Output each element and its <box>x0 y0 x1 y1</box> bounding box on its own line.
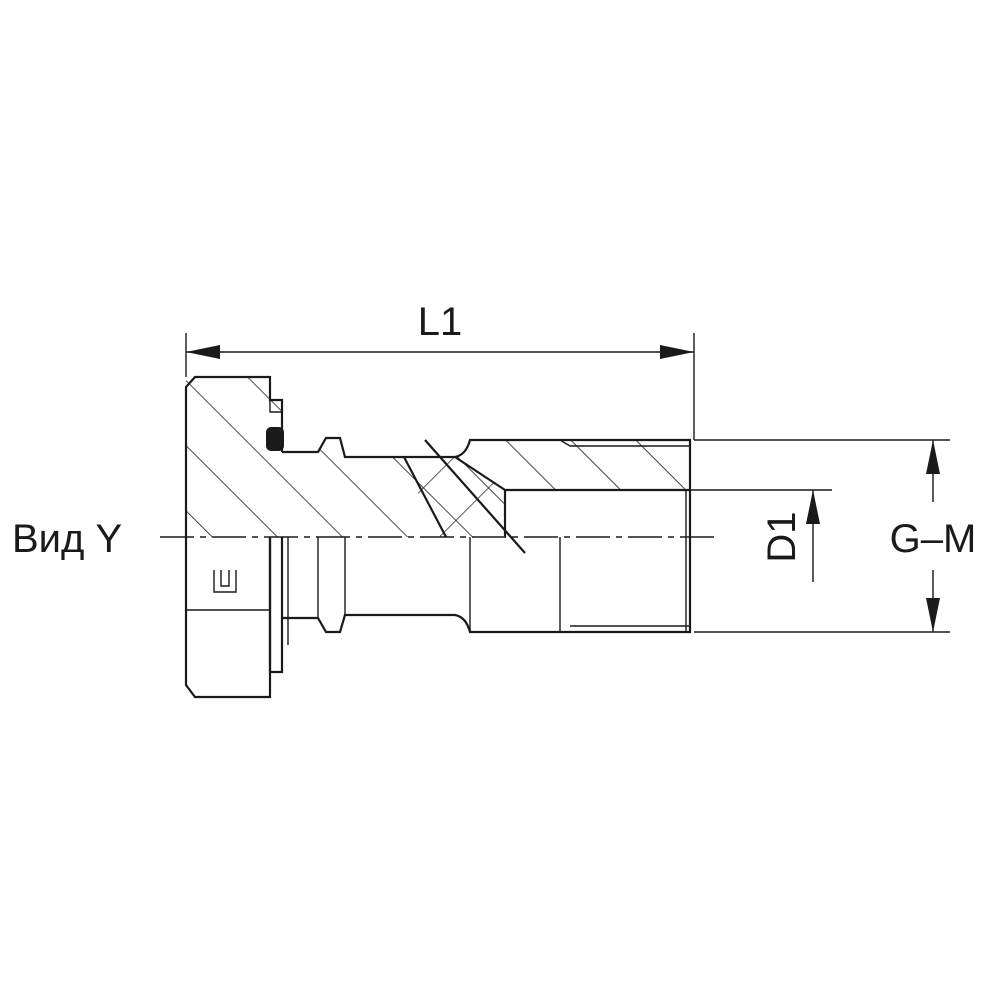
marking-symbol <box>213 570 237 593</box>
dimension-d1: D1 <box>690 489 832 582</box>
thread-label: G–M <box>890 517 977 561</box>
l1-arrow-right <box>660 345 694 359</box>
dimension-thread: G–M <box>694 439 977 633</box>
shank-outline-upper <box>282 436 692 537</box>
head-outline-upper <box>184 375 284 537</box>
d1-label: D1 <box>760 511 804 562</box>
outside-view-lower-half <box>184 537 692 699</box>
shank-outline-lower <box>282 537 692 634</box>
hex-head-outline <box>184 537 272 699</box>
l1-arrow-left <box>186 345 220 359</box>
cross-hole-hatch <box>400 457 505 537</box>
flange-outline <box>268 537 284 674</box>
cross-hole-line-b <box>403 456 447 538</box>
seal-groove <box>269 400 282 413</box>
thread-arrow-top <box>926 440 940 474</box>
dimension-l1: L1 <box>185 300 695 440</box>
cross-hole-line-c <box>454 456 506 491</box>
l1-label: L1 <box>418 300 463 344</box>
thread-arrow-bottom <box>926 598 940 632</box>
section-upper-half <box>184 375 692 554</box>
view-label: Вид Y <box>12 517 122 561</box>
d1-arrow <box>806 490 820 524</box>
cross-hole-line-a <box>424 439 526 554</box>
thread-start-line <box>559 439 571 447</box>
bore-outline <box>503 488 690 537</box>
seal-ring <box>266 427 284 451</box>
